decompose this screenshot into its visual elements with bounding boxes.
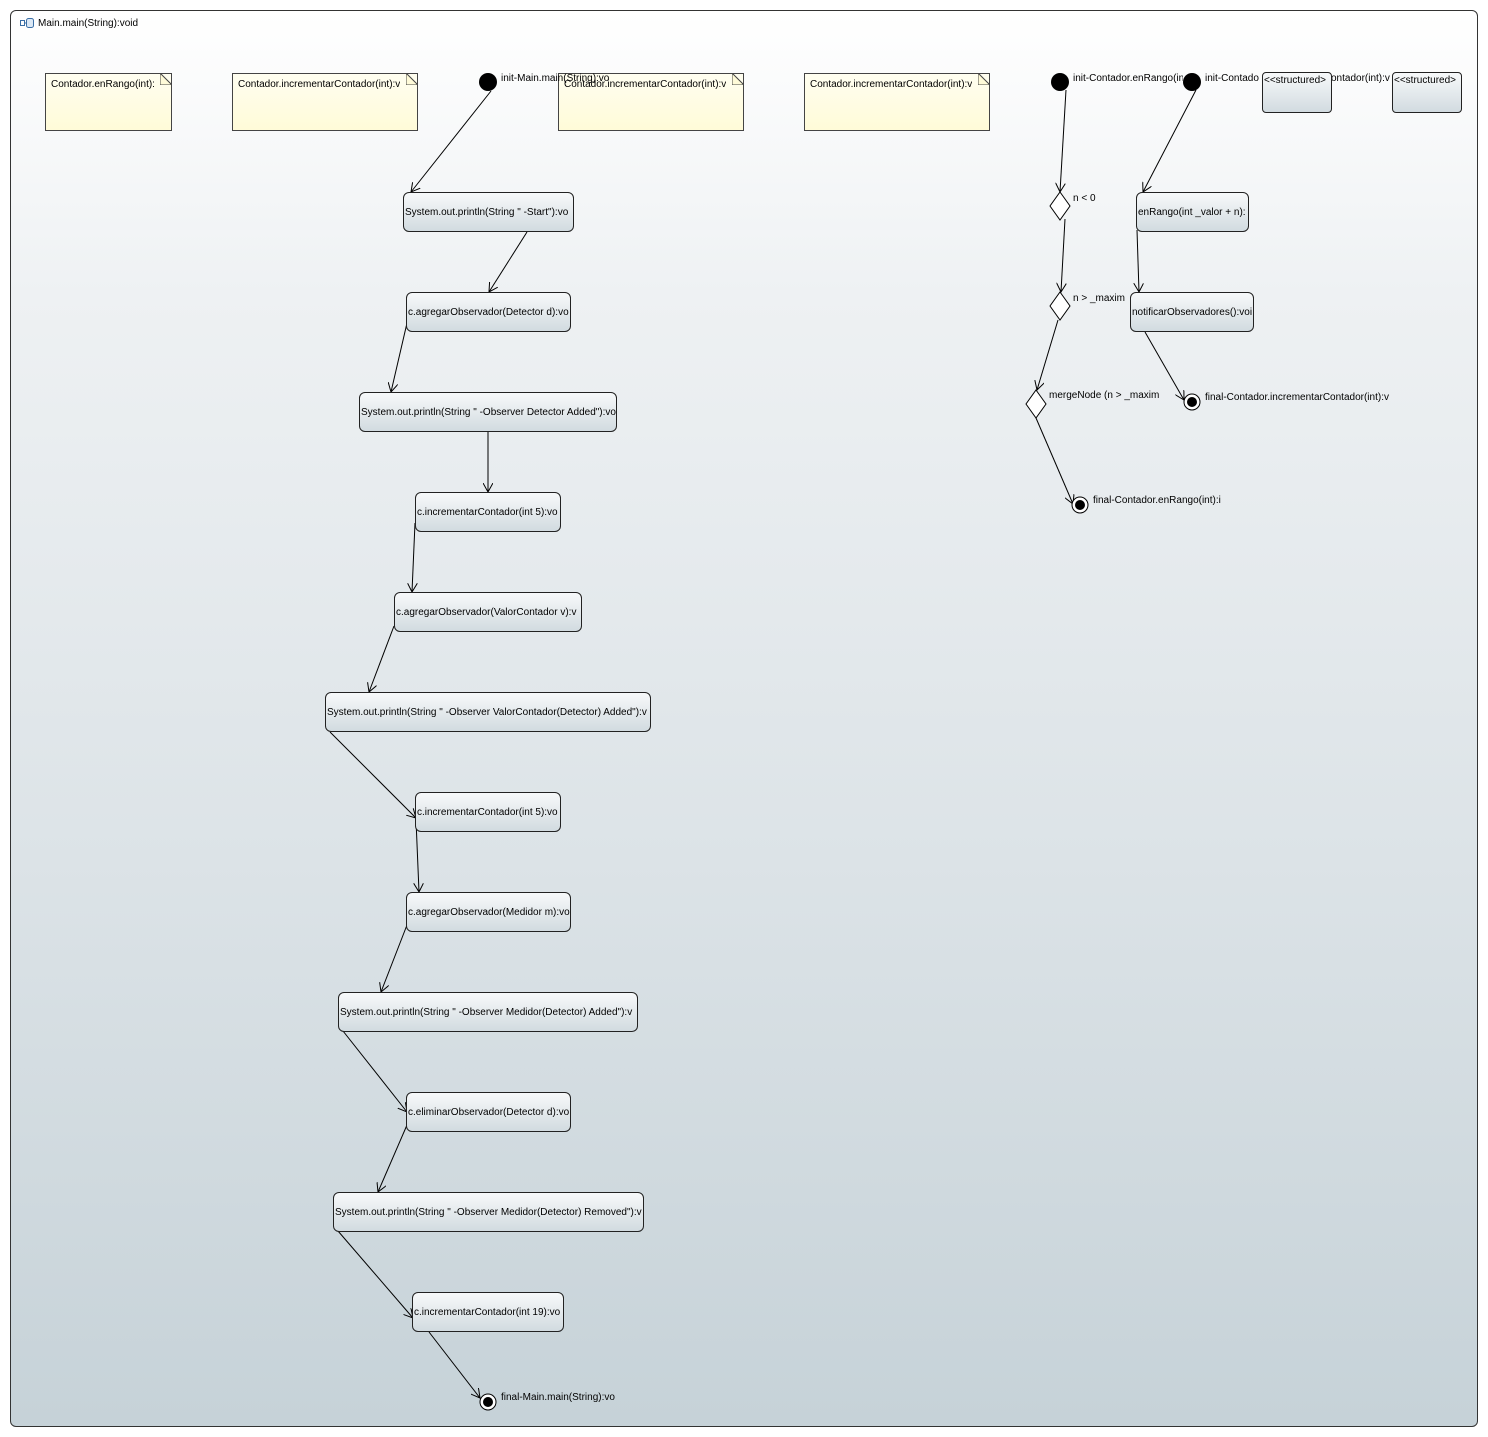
edge [1144, 331, 1184, 400]
edge [391, 322, 408, 392]
action-agregar-detector[interactable]: c.agregarObservador(Detector d):vo [406, 292, 571, 332]
final-label-enrango: final-Contador.enRango(int):i [1093, 495, 1221, 506]
edge [337, 1230, 413, 1318]
edge [1137, 229, 1139, 292]
action-print-medidor-added[interactable]: System.out.println(String " -Observer Me… [338, 992, 638, 1032]
edge [329, 731, 416, 818]
edge [428, 1331, 480, 1398]
note-text: Contador.incrementarContador(int):v [810, 79, 973, 90]
decision-label-1: n < 0 [1073, 193, 1096, 204]
edge [1143, 89, 1197, 192]
note-text: Contador.incrementarContador(int):v [238, 79, 401, 90]
activity-icon [20, 18, 34, 28]
final-node-main[interactable] [479, 1393, 497, 1411]
activity-frame [10, 10, 1478, 1427]
structured-node-2[interactable]: <<structured> [1392, 72, 1462, 113]
decision-node-1[interactable] [1049, 191, 1071, 221]
edge [381, 924, 408, 992]
initial-label-incrementar: init-Contado [1205, 73, 1259, 84]
final-node-enrango[interactable] [1071, 496, 1089, 514]
edge [1061, 218, 1065, 292]
initial-label-incrementar-tail: ontador(int):v [1331, 73, 1390, 84]
final-node-incrementar[interactable] [1183, 393, 1201, 411]
edge [1060, 89, 1067, 192]
note-text: Contador.enRango(int): [51, 79, 155, 90]
final-label-incrementar: final-Contador.incrementarContador(int):… [1205, 392, 1389, 403]
initial-node-incrementar[interactable] [1182, 72, 1202, 92]
merge-label: mergeNode (n > _maxim [1049, 390, 1160, 401]
action-eliminar-detector[interactable]: c.eliminarObservador(Detector d):vo [406, 1092, 571, 1132]
note-incrementar-2[interactable]: Contador.incrementarContador(int):v [558, 73, 744, 131]
initial-label-main: init-Main.main(String):vo [501, 73, 610, 84]
action-agregar-valorcontador[interactable]: c.agregarObservador(ValorContador v):v [394, 592, 582, 632]
action-enrango-call[interactable]: enRango(int _valor + n): [1136, 192, 1249, 232]
note-incrementar-3[interactable]: Contador.incrementarContador(int):v [804, 73, 990, 131]
structured-label: <<structured> [1394, 75, 1456, 86]
edge [412, 522, 415, 592]
note-incrementar-1[interactable]: Contador.incrementarContador(int):v [232, 73, 418, 131]
final-label-main: final-Main.main(String):vo [501, 1392, 615, 1403]
action-print-start[interactable]: System.out.println(String " -Start"):vo [403, 192, 574, 232]
decision-label-2: n > _maxim [1073, 293, 1125, 304]
merge-node[interactable] [1025, 389, 1047, 419]
edge [369, 625, 395, 692]
initial-node-main[interactable] [478, 72, 498, 92]
frame-header: Main.main(String):void [20, 16, 138, 30]
action-incrementar-5[interactable]: c.incrementarContador(int 5):vo [415, 492, 561, 532]
edge [416, 819, 419, 892]
edge [1035, 417, 1073, 504]
edge [489, 231, 528, 292]
edge [378, 1124, 408, 1192]
note-enrango[interactable]: Contador.enRango(int): [45, 73, 172, 131]
action-print-valorcontador-added[interactable]: System.out.println(String " -Observer Va… [325, 692, 651, 732]
action-notificar-observadores[interactable]: notificarObservadores():voi [1130, 292, 1254, 332]
action-incrementar-19[interactable]: c.incrementarContador(int 19):vo [412, 1292, 564, 1332]
action-print-medidor-removed[interactable]: System.out.println(String " -Observer Me… [333, 1192, 644, 1232]
action-print-detector-added[interactable]: System.out.println(String " -Observer De… [359, 392, 617, 432]
note-text: Contador.incrementarContador(int):v [564, 79, 727, 90]
initial-node-enrango[interactable] [1050, 72, 1070, 92]
edge [1037, 319, 1059, 390]
frame-title: Main.main(String):void [38, 17, 139, 29]
initial-label-enrango: init-Contador.enRango(in [1073, 73, 1183, 84]
action-agregar-medidor[interactable]: c.agregarObservador(Medidor m):vo [406, 892, 571, 932]
structured-label: <<structured> [1264, 75, 1326, 86]
decision-node-2[interactable] [1049, 291, 1071, 321]
action-incrementar-5-second[interactable]: c.incrementarContador(int 5):vo [415, 792, 561, 832]
edge [342, 1030, 407, 1112]
edge [411, 90, 492, 192]
structured-node-1[interactable]: <<structured> [1262, 72, 1332, 113]
